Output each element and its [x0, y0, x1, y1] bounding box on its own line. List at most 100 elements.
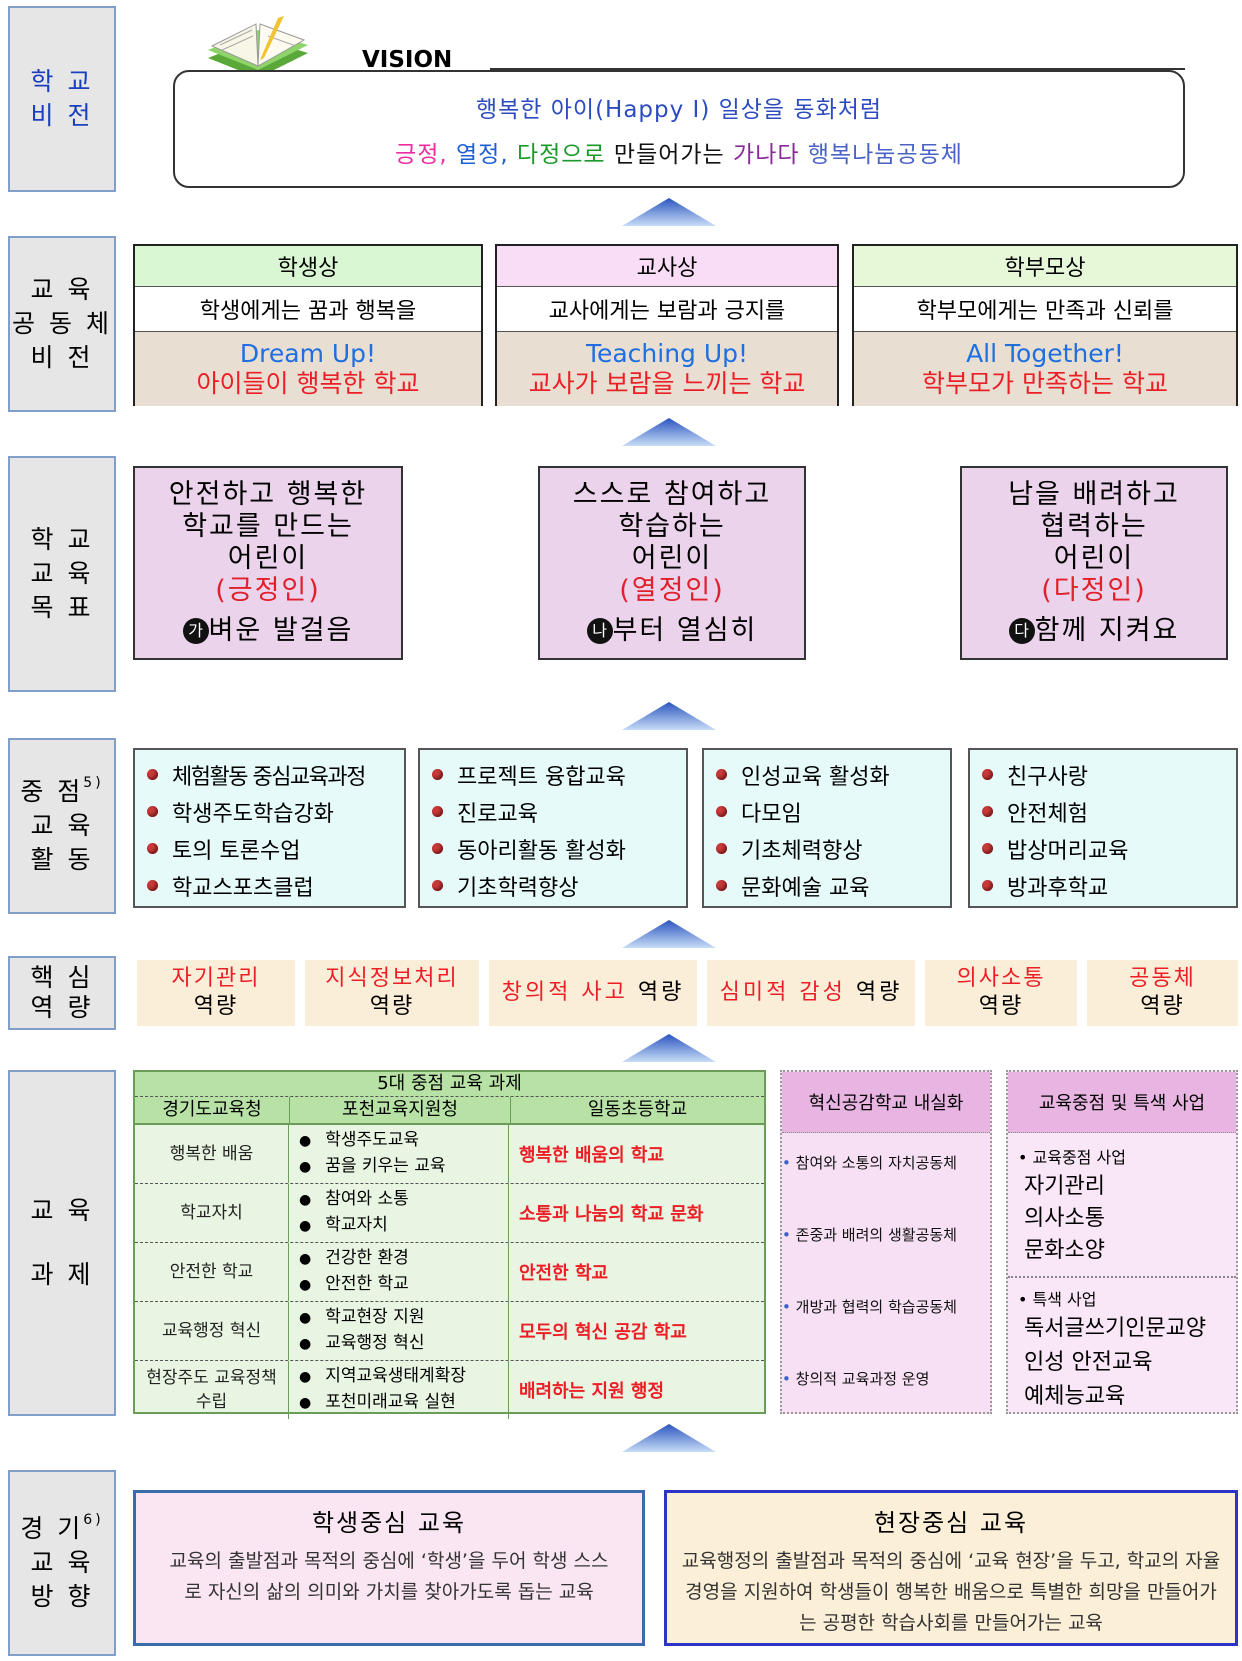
direction-student-centered: 학생중심 교육 교육의 출발점과 목적의 중심에 ‘학생’을 두어 학생 스스로… — [133, 1490, 645, 1646]
activity-text: 진로교육 — [457, 801, 538, 827]
footnote-mark: 5) — [83, 775, 104, 791]
innovation-text: 참여와 소통의 자치공동체 — [795, 1154, 957, 1172]
up-arrow-icon — [620, 700, 718, 732]
bullet-icon — [147, 843, 158, 854]
card-school: 학부모가 만족하는 학교 — [922, 369, 1168, 398]
goal-value: (긍정인) — [215, 575, 321, 606]
vision-box — [173, 70, 1185, 188]
card-school: 아이들이 행복한 학교 — [196, 369, 420, 398]
card-header: 학생상 — [135, 246, 481, 287]
bullet-icon: ● — [299, 1310, 312, 1326]
side-label-line: 교 육 — [30, 559, 94, 588]
school-cell: 안전한 학교 — [519, 1263, 609, 1284]
innovation-item: • 참여와 소통의 자치공동체 — [782, 1154, 957, 1172]
list-item: 인성교육 활성화 — [716, 756, 950, 793]
bullet-icon — [982, 843, 993, 854]
district-text: 학생주도교육 — [325, 1130, 420, 1150]
goal-line: 학교를 만드는 — [182, 511, 354, 542]
card-motto: All Together! 학부모가 만족하는 학교 — [854, 332, 1236, 406]
focus-item: 의사소통 — [1024, 1206, 1105, 1231]
bullet-icon — [432, 880, 443, 891]
activity-box-1: 체험활동 중심교육과정 학생주도학습강화 토의 토론수업 학교스포츠클럽 — [133, 748, 406, 908]
side-label-goals: 학 교 교 육 목 표 — [8, 456, 116, 692]
direction-field-centered: 현장중심 교육 교육행정의 출발점과 목적의 중심에 ‘교육 현장’을 두고, … — [664, 1490, 1238, 1646]
bullet-icon — [432, 843, 443, 854]
district-item: ●포천미래교육 실현 — [299, 1390, 508, 1416]
up-arrow-icon — [620, 196, 718, 228]
side-label-line: 경 기6) — [20, 1512, 103, 1546]
bullet-icon — [982, 806, 993, 817]
district-cell: ●지역교육생태계확장●포천미래교육 실현 — [289, 1361, 509, 1419]
innovation-item: • 존중과 배려의 생활공동체 — [782, 1226, 957, 1244]
district-cell: ● 학생주도교육 ●꿈을 키우는 교육 — [289, 1125, 509, 1183]
bullet-icon — [147, 880, 158, 891]
side-label-line: 활 동 — [30, 845, 94, 874]
bullet-icon: ● — [299, 1133, 312, 1149]
vision-part: 열정, — [456, 142, 517, 168]
direction-title: 현장중심 교육 — [873, 1509, 1029, 1537]
office-cell: 학교자치 — [135, 1184, 289, 1242]
tasks-title: 5대 중점 교육 과제 — [135, 1072, 764, 1097]
community-card-teacher: 교사상 교사에게는 보람과 긍지를 Teaching Up! 교사가 보람을 느… — [495, 244, 839, 406]
district-item: ● 학생주도교육 — [299, 1128, 508, 1154]
direction-title: 학생중심 교육 — [311, 1509, 467, 1537]
card-motto: Teaching Up! 교사가 보람을 느끼는 학교 — [497, 332, 837, 406]
side-label-line: 중 점5) — [20, 775, 103, 809]
side-label-line: 비 전 — [30, 343, 94, 372]
activity-box-2: 프로젝트 융합교육 진로교육 동아리활동 활성화 기초학력향상 — [418, 748, 688, 908]
side-label-activities: 중 점5) 교 육 활 동 — [8, 738, 116, 914]
activity-box-3: 인성교육 활성화 다모임 기초체력향상 문화예술 교육 — [702, 748, 952, 908]
bullet-icon — [716, 769, 727, 780]
district-cell: ●참여와 소통●학교자치 — [289, 1184, 509, 1242]
bullet-icon — [432, 769, 443, 780]
office-cell: 안전한 학교 — [135, 1243, 289, 1301]
innovation-item: • 창의적 교육과정 운영 — [782, 1370, 930, 1388]
side-label-vision: 학 교 비 전 — [8, 6, 116, 192]
activity-text: 토의 토론수업 — [172, 838, 301, 864]
list-item: 안전체험 — [982, 793, 1236, 830]
side-label-line: 학 교 — [30, 525, 94, 554]
book-icon — [198, 8, 318, 88]
goal-line: 스스로 참여하고 — [572, 479, 772, 510]
side-label-text: 중 점 — [20, 777, 84, 806]
competency-communication: 의사소통 역량 — [925, 960, 1077, 1026]
activity-text: 동아리활동 활성화 — [457, 838, 626, 864]
innovation-item: • 개방과 협력의 학습공동체 — [782, 1298, 957, 1316]
tasks-header: 포천교육지원청 — [290, 1097, 511, 1123]
special-box: 교육중점 및 특색 사업 • 교육중점 사업 자기관리 의사소통 문화소양 • … — [1006, 1070, 1238, 1414]
special-item: 예체능교육 — [1024, 1384, 1126, 1409]
district-text: 건강한 환경 — [325, 1248, 409, 1268]
tasks-table: 5대 중점 교육 과제 경기도교육청 포천교육지원청 일동초등학교 행복한 배움… — [133, 1070, 766, 1419]
side-label-direction: 경 기6) 교 육 방 향 — [8, 1470, 116, 1656]
vision-line-1: 행복한 아이(Happy Ⅰ) 일상을 동화처럼 — [475, 97, 883, 123]
goal-line: 어린이 — [631, 543, 713, 574]
competency-community: 공동체 역량 — [1087, 960, 1238, 1026]
direction-body: 교육의 출발점과 목적의 중심에 ‘학생’을 두어 학생 스스로 자신의 삶의 … — [169, 1550, 609, 1603]
side-label-line: 교 육 — [30, 1548, 94, 1577]
bullet-icon — [982, 769, 993, 780]
competency-name: 지식정보처리 — [325, 966, 459, 991]
activity-text: 학교스포츠클럽 — [172, 875, 314, 901]
district-item: ●지역교육생태계확장 — [299, 1364, 508, 1390]
up-arrow-icon — [620, 416, 718, 448]
district-item: ●꿈을 키우는 교육 — [299, 1154, 508, 1180]
list-item: 방과후학교 — [982, 867, 1236, 904]
activity-text: 인성교육 활성화 — [741, 764, 890, 790]
goal-line: 안전하고 행복한 — [168, 479, 368, 510]
bullet-icon: ● — [299, 1218, 312, 1234]
card-slogan: All Together! — [966, 339, 1124, 368]
goal-line: 학습하는 — [618, 511, 726, 542]
bullet-icon — [716, 806, 727, 817]
innovation-text: 존중과 배려의 생활공동체 — [795, 1226, 957, 1244]
district-item: ●학교현장 지원 — [299, 1305, 508, 1331]
goal-value: (다정인) — [1041, 575, 1147, 606]
bullet-icon: ● — [299, 1336, 312, 1352]
bullet-icon: ● — [299, 1395, 312, 1411]
list-item: 밥상머리교육 — [982, 830, 1236, 867]
special-label: • 특색 사업 — [1018, 1290, 1097, 1309]
tasks-header: 일동초등학교 — [587, 1099, 688, 1120]
